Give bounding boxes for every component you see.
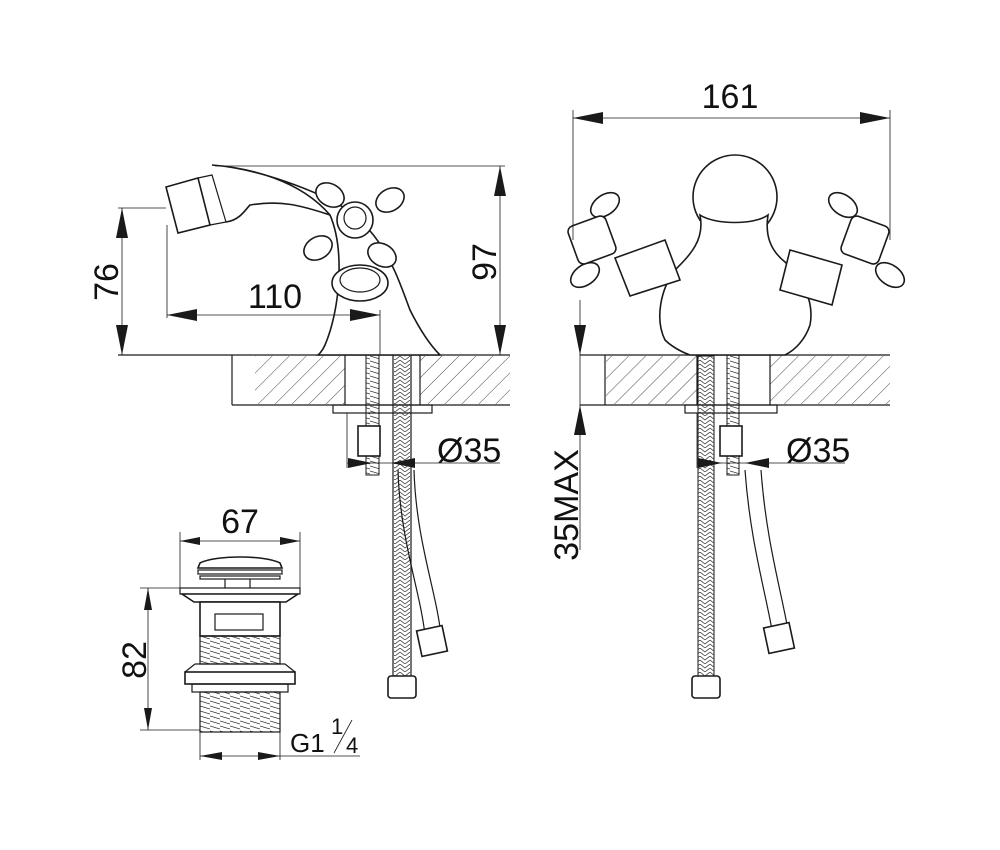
hose-nut [691,675,721,699]
dim-label-35max: 35MAX [548,449,586,561]
dimension-67: 67 [179,503,301,588]
dim-label-hole-front: Ø35 [786,432,850,470]
dim-label-thread-num: 1 [331,714,343,739]
dimension-82: 82 [116,587,200,731]
cross-handle-icon [567,191,906,289]
dim-label-67: 67 [221,503,259,541]
dimension-76: 76 [88,207,166,355]
faucet-body-side [165,164,442,356]
dimension-161: 161 [572,78,891,240]
hose-nut [387,675,417,699]
dimension-hole-front: Ø35 [696,413,850,470]
counter-slab [118,354,510,406]
dim-label-thread-den: 4 [346,733,358,758]
hose-1 [697,355,715,681]
front-view: 161 35MAX Ø35 [548,78,906,699]
dim-label-76: 76 [88,263,126,301]
hose-2 [744,469,789,631]
dimension-35max: 35MAX [548,300,586,561]
dim-label-97: 97 [466,243,504,281]
dimension-hole-side: Ø35 [346,413,501,470]
dimension-110: 110 [166,225,381,355]
threaded-rod [365,354,380,476]
mount-nut [357,425,381,457]
dimension-thread: G1 1 4 [199,714,360,760]
fraction-slash [333,719,353,754]
hose-nut [415,624,449,658]
dim-label-hole-side: Ø35 [437,432,501,470]
hose-nut [762,621,796,655]
mount-flange [332,404,433,414]
counter-slab-front [580,354,890,406]
faucet-body-front [567,154,906,356]
hose-2 [397,469,442,636]
threaded-rod [726,354,740,476]
dim-label-82: 82 [116,641,154,679]
dim-label-110: 110 [248,278,302,316]
dimension-97: 97 [215,165,506,355]
drain-view: 67 82 G1 1 4 [116,503,360,760]
dim-label-161: 161 [702,78,759,116]
mount-nut [719,425,743,457]
side-view: 97 76 110 Ø35 [88,164,510,699]
cross-handle-icon [303,182,405,268]
dim-label-thread: G1 [290,728,325,758]
